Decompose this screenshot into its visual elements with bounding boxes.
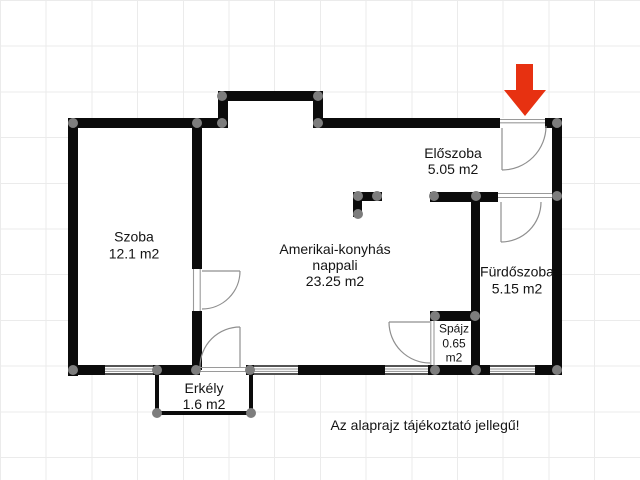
- wall-nodes: [68, 91, 562, 418]
- nappali-area: 23.25 m2: [305, 273, 365, 289]
- balcony-door: [199, 326, 246, 373]
- spajz-area-unit: m2: [445, 350, 463, 365]
- eloszoba-name: Előszoba: [424, 145, 482, 161]
- disclaimer-note: Az alaprajz tájékoztató jellegű!: [330, 416, 520, 433]
- pantry-door: [388, 321, 435, 365]
- eloszoba-area: 5.05 m2: [427, 161, 479, 177]
- nappali-name-line2: nappali: [312, 257, 358, 273]
- furdoszoba-area: 5.15 m2: [491, 280, 543, 296]
- doors: [192, 118, 552, 373]
- bathroom-door: [498, 192, 552, 243]
- entrance-arrow-icon: [504, 64, 546, 116]
- walls: [68, 91, 562, 376]
- balcony-floor: [155, 371, 253, 415]
- erkely-label: Erkély 1.6 m2: [183, 380, 226, 412]
- window: [490, 365, 535, 375]
- szoba-door: [192, 269, 241, 311]
- eloszoba-label: Előszoba 5.05 m2: [424, 145, 482, 177]
- furdoszoba-name: Fürdőszoba: [480, 263, 554, 280]
- windows: [105, 365, 535, 375]
- spajz-label: Spájz 0.65 m2: [439, 321, 469, 365]
- szoba-area: 12.1 m2: [108, 245, 160, 261]
- entrance-door: [500, 118, 547, 171]
- window: [105, 365, 153, 375]
- furdoszoba-label: Fürdőszoba 5.15 m2: [480, 264, 554, 297]
- szoba-name: Szoba: [114, 228, 154, 245]
- nappali-name-line1: Amerikai-konyhás: [279, 241, 391, 257]
- window: [385, 365, 428, 375]
- szoba-label: Szoba 12.1 m2: [109, 229, 160, 262]
- nappali-label: Amerikai-konyhás nappali 23.25 m2: [279, 241, 390, 289]
- window: [254, 365, 298, 375]
- erkely-name: Erkély: [184, 380, 224, 396]
- balcony-walls: [155, 371, 253, 415]
- floor-outline: [68, 91, 562, 375]
- erkely-area: 1.6 m2: [182, 396, 226, 412]
- spajz-name: Spájz: [438, 321, 470, 336]
- spajz-area-value: 0.65: [442, 335, 466, 350]
